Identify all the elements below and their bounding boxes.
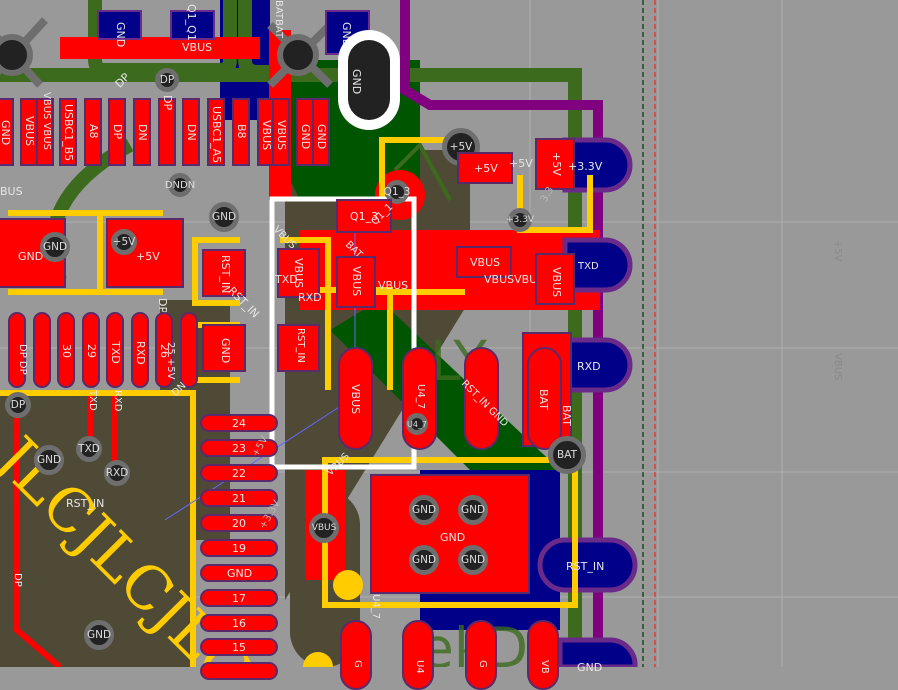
dp-trace-label-left: DP [156,298,169,314]
mcu-pin[interactable]: 22 [200,464,278,482]
plus5v-label-power: +5V [509,157,533,170]
usb-vbus-label: VBUS [182,41,213,54]
outline-plus5v-label: +5V [832,240,843,262]
gnd-pad-2[interactable]: GND [202,324,246,372]
txd-label-power: TXD [578,261,599,272]
mcu-pin[interactable]: 16 [200,614,278,632]
vbus-pad-right[interactable]: VBUS [535,253,575,305]
rxd-via[interactable]: RXD [104,460,130,486]
gnd-via-2[interactable]: GND [209,202,239,232]
txd-trace-label: TXD [87,390,98,411]
bottom-pill[interactable]: G [465,620,497,690]
usb-pin[interactable]: DN [133,98,151,166]
plus5v-via[interactable]: +5V [111,229,137,255]
rst-in-pad[interactable]: RST_IN [202,249,246,297]
oval-gnd-via[interactable]: GND [348,40,390,120]
rst-in-right-label: RST_IN [566,560,605,573]
oval-gnd-label: GND [350,68,364,94]
mcu-pin[interactable]: 23 [200,439,278,457]
mcu-pin[interactable]: DP DP [17,312,51,388]
rst-in-pad-center[interactable]: RST_IN [277,324,320,372]
rxd-label-center: RXD [298,291,322,304]
mcu-pin[interactable]: 24 [200,414,278,432]
mcu-pin[interactable]: 29 [82,312,100,388]
txd-via[interactable]: TXD [76,436,102,462]
rst-gnd-pill[interactable]: RST_IN GND [459,347,510,450]
plus3v3-label: +3.3V [568,160,603,173]
dndn-via[interactable]: DNDN [165,173,195,197]
thermal-gnd-via[interactable]: GND [409,545,439,575]
bat-pill[interactable]: BAT [527,347,562,450]
mcu-pin[interactable]: 26 [155,312,173,388]
plus5v-pad-power[interactable]: +5V [457,152,513,184]
thermal-gnd-via[interactable]: GND [409,495,439,525]
mcu-pin[interactable] [200,662,278,680]
usb-pin[interactable]: VBUS [272,98,290,166]
dp-via-mcu[interactable]: DP [5,392,31,418]
usb-pin[interactable]: GND [312,98,330,166]
vbus-label-center: VBUS [378,279,409,292]
usb-pin[interactable]: A8 [84,98,102,166]
usb-pin[interactable]: USBC1_A5 [207,98,225,166]
vbus-via-bottom[interactable]: VBUS [309,513,339,543]
dp-via[interactable]: DP [155,68,179,92]
usb-q1-pad[interactable] [170,10,215,40]
regulator-pad[interactable]: +5V [535,138,575,190]
u47-via[interactable]: U4_7 [406,413,428,435]
usb-pin[interactable]: USBC1_B5 [59,98,77,166]
mcu-pin[interactable]: 20 [200,514,278,532]
thermal-gnd-via[interactable]: GND [458,545,488,575]
bat-pill-label-2: BAT [560,405,573,426]
mcu-pin[interactable]: TXD [106,312,124,388]
gnd-via-bottom[interactable]: GND [84,620,114,650]
mcu-pin[interactable]: RXD [131,312,149,388]
vbus-pad-2[interactable]: VBUS [336,256,376,308]
rxd-trace-label: RXD [112,390,123,412]
gnd-via[interactable]: GND [40,232,70,262]
txd-label-center: TXD [275,273,298,286]
mcu-pin[interactable]: GND [200,564,278,582]
mcu-pin[interactable] [180,312,198,388]
gnd-right-label: GND [577,661,603,674]
vbus-pad-power[interactable]: VBUS [456,246,512,278]
mcu-pin[interactable]: 19 [200,539,278,557]
bat-via[interactable]: BAT [548,436,586,474]
q1-pad[interactable]: Q1_3 [336,199,392,233]
rst-in-label-mcu: RST_IN [66,497,105,510]
outline-vbus-label: VBUS [832,353,843,381]
thermal-gnd-pad[interactable]: GND [370,474,530,594]
rxd-label-power: RXD [577,360,601,373]
usb-gnd-pad-left[interactable] [97,10,142,40]
vbus-pad-1[interactable]: VBUS [277,248,320,298]
usb-q1-label: Q1_Q1 [185,4,198,41]
bottom-pill[interactable]: U4 [402,620,434,690]
usb-gnd-label-left: GND [114,22,127,48]
gnd-via-mcu[interactable]: GND [34,445,64,475]
vbus-pill[interactable]: VBUS [338,347,373,450]
vbus-vbus-label: VBUSVBUS [484,273,545,286]
mcu-pin[interactable] [8,312,26,388]
usb-bat-label: BATBAT [273,0,284,39]
usb-pin[interactable]: DN [182,98,200,166]
mcu-pin-25-label: 25 +5V [165,342,176,380]
usb-pin[interactable]: GND [0,98,14,166]
q1-via[interactable]: Q1_3 [384,180,410,204]
mcu-pin[interactable]: 17 [200,589,278,607]
usb-pin[interactable]: B8 [232,98,250,166]
bottom-pill[interactable]: VB [527,620,559,690]
bottom-pill[interactable]: G [340,620,372,690]
usb-pin[interactable]: DP [108,98,126,166]
bus-label: BUS [0,185,23,198]
mcu-pin[interactable]: 15 [200,638,278,656]
mcu-pin[interactable]: 30 [57,312,75,388]
thermal-gnd-via[interactable]: GND [458,495,488,525]
dp-trace-label-mcu: DP [12,573,23,587]
mcu-pin[interactable]: 21 [200,489,278,507]
usb-pin[interactable]: VBUS VBUS [36,92,54,166]
u47-label-bottom: U4_7 [370,594,381,620]
usb-pin[interactable]: DP [158,95,176,166]
plus3v3-via[interactable]: +3.3V [506,208,534,232]
